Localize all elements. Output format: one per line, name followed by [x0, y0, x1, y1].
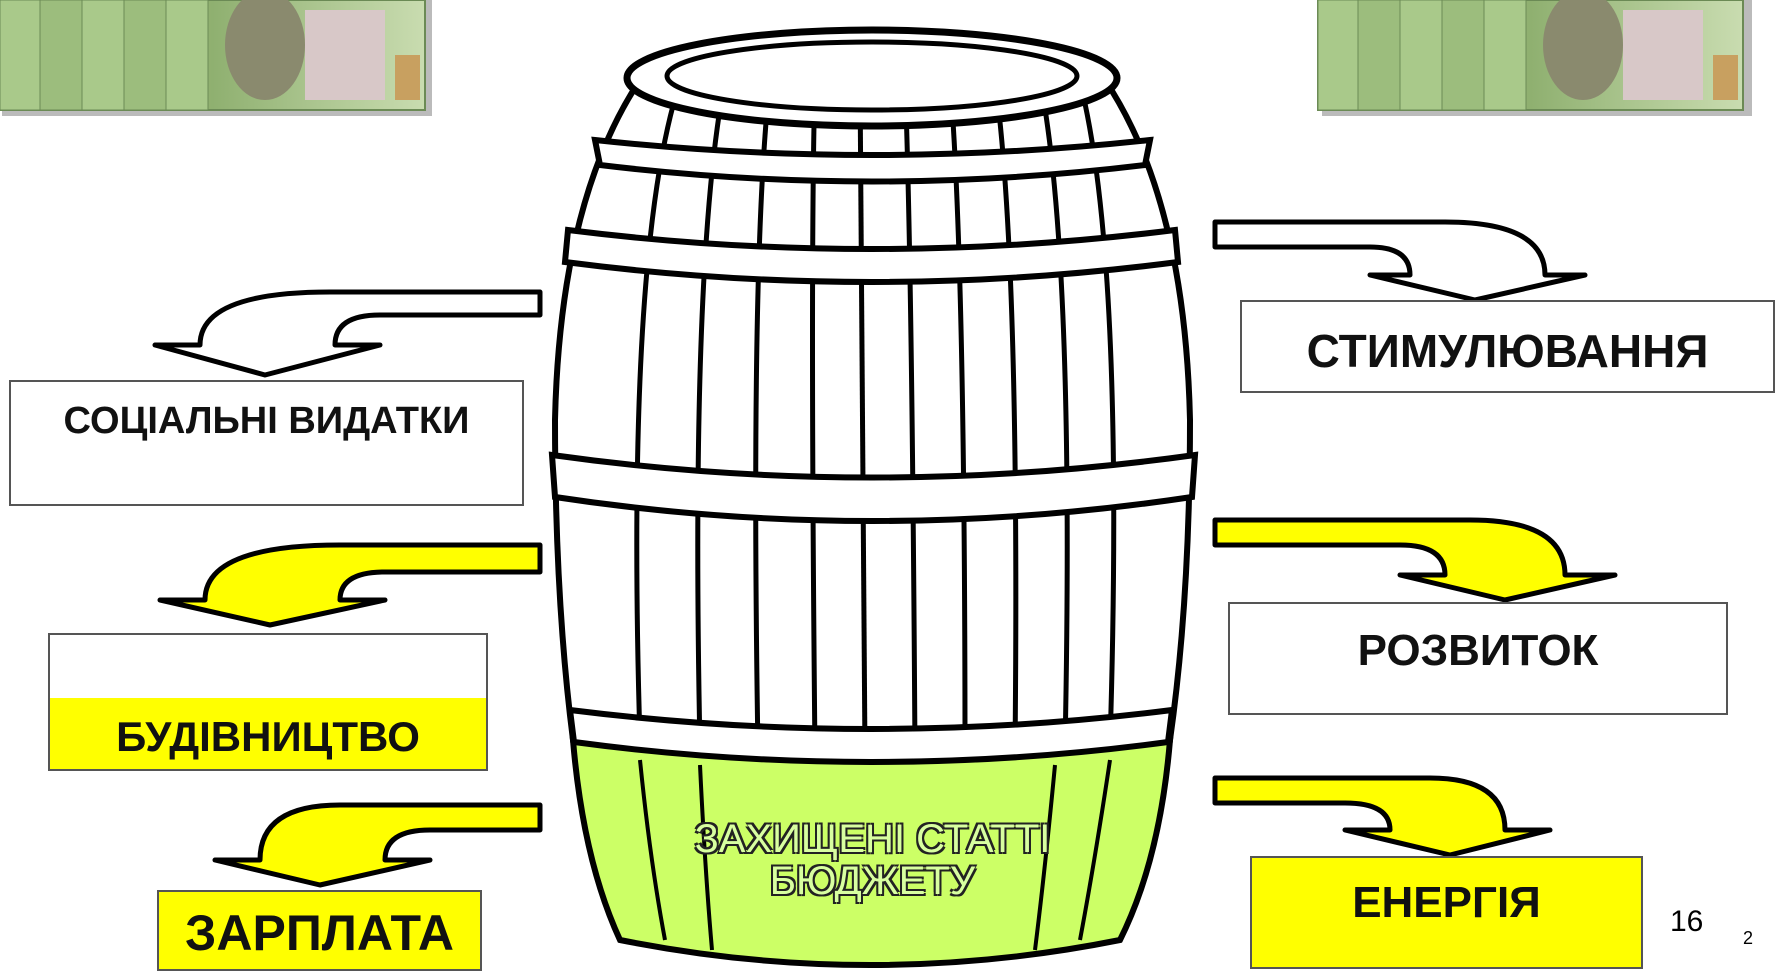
- curved-arrow-icon: [152, 289, 543, 378]
- construction-fill: [50, 698, 486, 769]
- salary-label: ЗАРПЛАТА: [185, 905, 454, 961]
- energy-box: ЕНЕРГІЯ: [1250, 856, 1643, 969]
- construction-box: БУДІВНИЦТВО: [48, 633, 488, 771]
- curved-arrow-icon: [157, 542, 543, 628]
- banknote-stack-icon: [1317, 0, 1752, 116]
- development-box: РОЗВИТОК: [1228, 602, 1728, 715]
- development-label: РОЗВИТОК: [1357, 626, 1599, 675]
- social-expenses-box: СОЦІАЛЬНІ ВИДАТКИ: [9, 380, 524, 506]
- stimulation-box: СТИМУЛЮВАННЯ: [1240, 300, 1775, 393]
- curved-arrow-icon: [1212, 775, 1553, 858]
- barrel-icon: [548, 26, 1199, 968]
- page-number: 16: [1670, 905, 1704, 938]
- energy-label: ЕНЕРГІЯ: [1352, 878, 1541, 927]
- stimulation-label: СТИМУЛЮВАННЯ: [1306, 325, 1709, 377]
- construction-label: БУДІВНИЦТВО: [116, 713, 420, 760]
- curved-arrow-icon: [212, 802, 543, 888]
- social-expenses-label: СОЦІАЛЬНІ ВИДАТКИ: [63, 400, 470, 442]
- banknote-stack-icon: [0, 0, 432, 116]
- salary-box: ЗАРПЛАТА: [157, 890, 482, 971]
- protected-label-line1: ЗАХИЩЕНІ СТАТТІ: [694, 817, 1051, 861]
- protected-label-line2: БЮДЖЕТУ: [769, 859, 976, 903]
- curved-arrow-icon: [1212, 517, 1618, 603]
- page-sub-number: 2: [1743, 928, 1754, 948]
- curved-arrow-icon: [1212, 219, 1588, 303]
- protected-items-label: ЗАХИЩЕНІ СТАТТІ БЮДЖЕТУ: [600, 818, 1145, 902]
